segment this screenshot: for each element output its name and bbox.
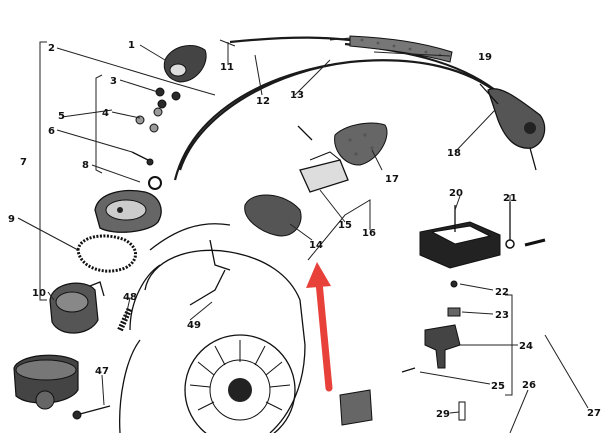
leader-lines [17,41,589,433]
label-11: 11 [220,62,234,73]
label-22: 22 [495,287,509,298]
label-15: 15 [338,220,352,231]
pin-29 [458,401,466,421]
connector-15 [297,125,349,193]
label-24: 24 [519,341,533,352]
label-17: 17 [385,174,399,185]
label-29: 29 [436,409,450,420]
label-47: 47 [95,366,109,377]
label-10: 10 [32,288,46,299]
label-2: 2 [48,43,55,54]
boot-14 [244,194,302,237]
label-9: 9 [8,214,15,225]
label-7: 7 [20,157,27,168]
label-21: 21 [503,193,517,204]
label-19: 19 [478,52,492,63]
parts-6-8 [131,151,162,190]
bracket-49 [189,269,226,306]
pedal-bottom [339,389,373,426]
label-1: 1 [128,40,135,51]
label-5: 5 [58,111,65,122]
label-12: 12 [256,96,270,107]
label-4: 4 [102,108,109,119]
red-arrow-pointer [306,262,333,392]
assembly-24 [401,324,461,373]
part-1-cap [163,45,207,83]
bolt-47 [72,405,111,420]
label-13: 13 [290,90,304,101]
speedometer-housing [94,189,162,233]
screw-21 [505,202,546,249]
parts-3-4-hardware [135,87,181,133]
gasket-9 [76,234,137,273]
boot-17 [334,122,388,166]
horn-10 [49,281,105,334]
label-26: 26 [522,380,536,391]
throttle-grip-19 [349,35,453,63]
label-20: 20 [449,188,463,199]
label-18: 18 [447,148,461,159]
parts-22-23 [447,280,461,317]
label-14: 14 [309,240,323,251]
label-25: 25 [491,381,505,392]
switch-housing-18 [479,83,546,171]
coil-lower-left [13,354,79,410]
label-16: 16 [362,228,376,239]
label-49: 49 [187,320,201,331]
label-48: 48 [123,292,137,303]
block-20 [419,205,501,269]
part-labels: 1 2 3 4 5 6 7 8 9 10 11 12 13 14 15 16 1… [8,40,601,420]
flywheel-cover [119,223,306,433]
label-3: 3 [110,76,117,87]
label-8: 8 [82,160,89,171]
label-6: 6 [48,126,55,137]
label-27: 27 [587,408,601,419]
label-23: 23 [495,310,509,321]
